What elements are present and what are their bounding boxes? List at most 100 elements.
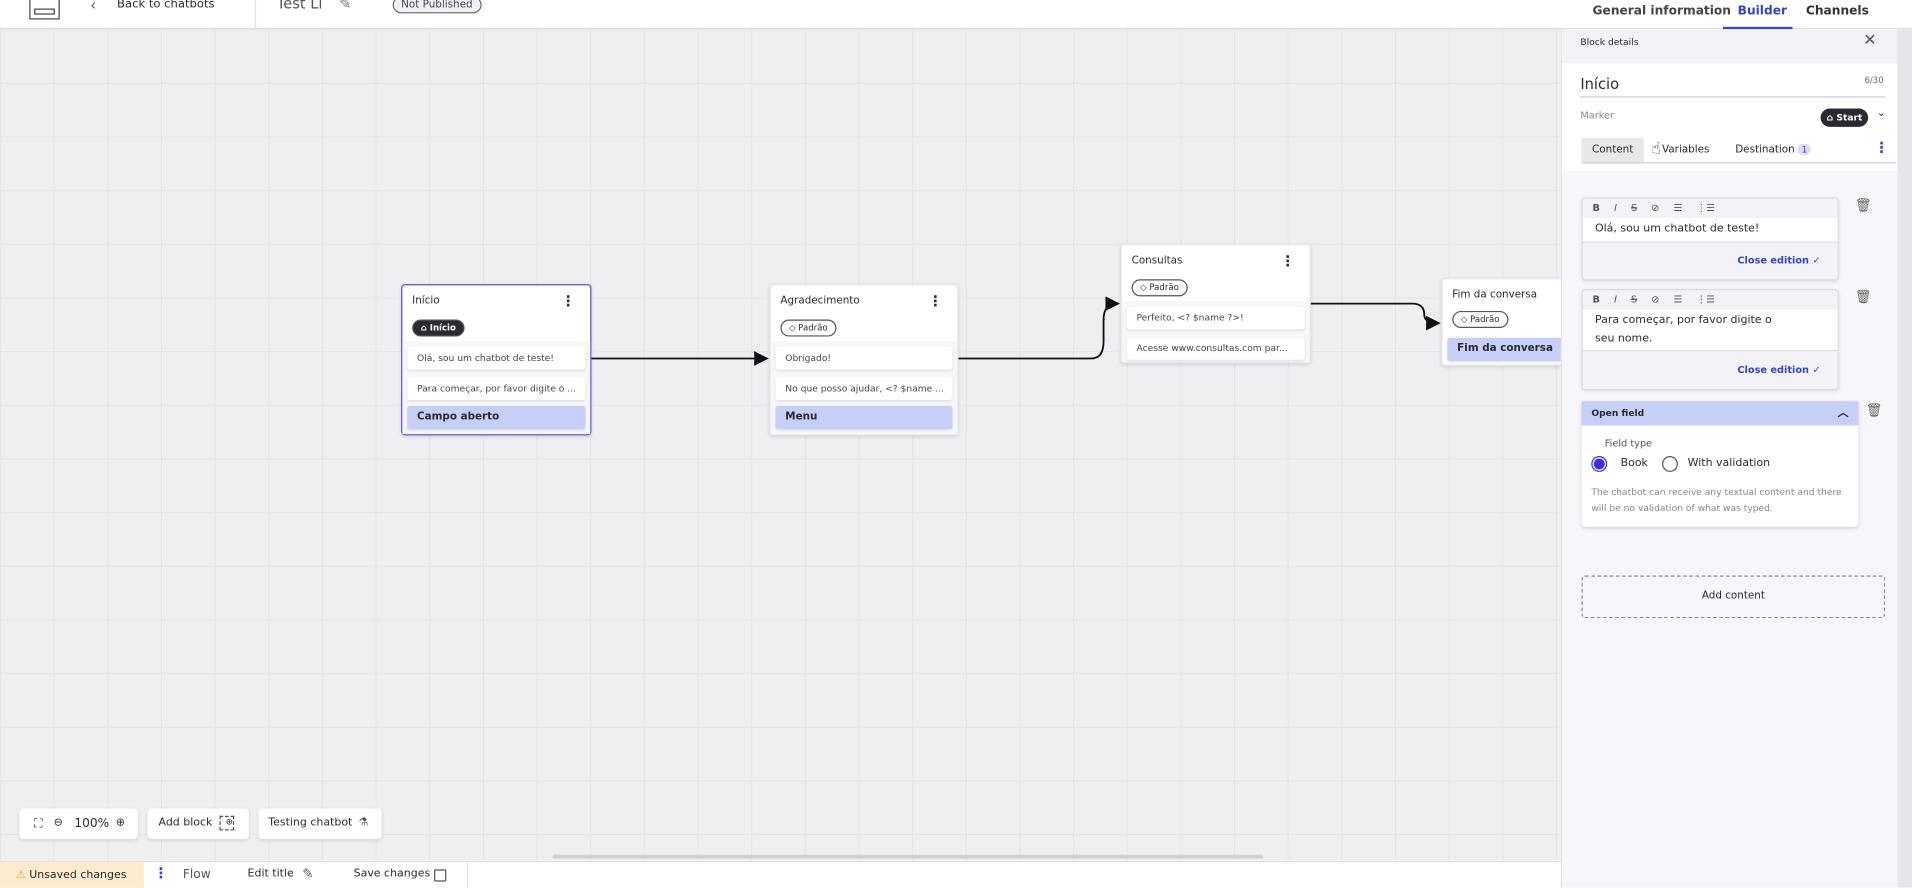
editor-text[interactable]: Olá, sou um chatbot de teste! [1582, 218, 1838, 243]
save-icon[interactable] [434, 869, 447, 882]
block-title: Agradecimento [780, 295, 860, 308]
trash-icon[interactable]: 🗑 [1854, 288, 1872, 305]
message-item[interactable]: Olá, sou um chatbot de teste! [407, 346, 586, 370]
editor-toolbar[interactable]: B I S ⊘ ☰ ⋮☰ [1592, 293, 1715, 305]
edit-title-pencil-icon[interactable]: ✎ [338, 0, 352, 13]
close-icon[interactable]: ✕ [1863, 31, 1877, 50]
edit-title-button[interactable]: Edit title [247, 868, 294, 881]
block-title: Início [412, 295, 440, 308]
panel-title: Block details [1580, 36, 1639, 48]
marker-label: Marker [1580, 109, 1615, 121]
pencil-icon[interactable]: ✎ [302, 865, 314, 882]
marker-tag-label: Padrão [1149, 282, 1179, 293]
zoom-out-icon[interactable]: ⊖ [53, 816, 63, 830]
back-to-chatbots-link[interactable]: Back to chatbots [117, 0, 215, 11]
panel-scrollbar[interactable] [1897, 29, 1912, 888]
logo-icon [29, 0, 60, 20]
fit-screen-icon[interactable]: ⛶ [34, 816, 43, 831]
message-item[interactable]: Para começar, por favor digite o ... [407, 376, 586, 400]
marker-tag-label: Padrão [1470, 314, 1500, 325]
zoom-controls: ⛶ ⊖ 100% ⊕ [19, 808, 138, 839]
tab-general-information[interactable]: General information [1592, 4, 1731, 19]
radio-with-validation-label[interactable]: With validation [1687, 457, 1771, 470]
block-name-input[interactable]: Início [1580, 75, 1620, 93]
flow-canvas[interactable] [0, 29, 1561, 861]
block-fim-da-conversa[interactable]: Fim da conversa ◇ Padrão Fim da conversa [1441, 278, 1576, 366]
tab-content[interactable]: Content [1581, 137, 1644, 163]
input-underline [1580, 96, 1886, 98]
char-counter: 6/30 [1864, 75, 1884, 86]
add-content-button[interactable]: Add content [1581, 575, 1886, 619]
chevron-down-icon[interactable]: ⌄ [1876, 107, 1886, 120]
text-editor-1[interactable]: B I S ⊘ ☰ ⋮☰ Olá, sou um chatbot de test… [1581, 197, 1839, 281]
input-item[interactable]: Menu [775, 406, 953, 430]
input-item[interactable]: Fim da conversa [1447, 337, 1575, 361]
block-title: Fim da conversa [1452, 288, 1538, 302]
block-agradecimento[interactable]: Agradecimento ⋮ ◇ Padrão Obrigado! No qu… [769, 284, 959, 436]
flow-label: Flow [182, 868, 211, 882]
unsaved-label: Unsaved changes [29, 869, 127, 882]
block-menu-icon[interactable]: ⋮ [560, 292, 576, 310]
input-item[interactable]: Campo aberto [407, 406, 586, 430]
marker-select[interactable]: ⌂ Start [1820, 108, 1869, 127]
warning-icon: ⚠ [15, 869, 26, 882]
block-menu-icon[interactable]: ⋮ [1280, 252, 1296, 270]
message-item[interactable]: Perfeito, <? $name ?>! [1126, 307, 1305, 330]
editor-text[interactable]: Para começar, por favor digite o seu nom… [1582, 309, 1838, 352]
open-field-title: Open field [1591, 407, 1645, 419]
add-block-label: Add block [158, 816, 213, 830]
marker-tag-label: Padrão [798, 323, 828, 333]
field-type-label: Field type [1604, 437, 1653, 449]
panel-header: Block details ✕ [1562, 29, 1899, 64]
editor-toolbar[interactable]: B I S ⊘ ☰ ⋮☰ [1592, 202, 1715, 214]
tab-builder[interactable]: Builder [1737, 4, 1787, 19]
flask-icon: ⚗ [358, 816, 369, 830]
block-inicio[interactable]: Início ⋮ ⌂ Início Olá, sou um chatbot de… [401, 284, 592, 436]
trash-icon[interactable]: 🗑 [1854, 197, 1872, 214]
radio-book-label[interactable]: Book [1620, 457, 1648, 470]
connections [591, 296, 1441, 366]
back-chevron-icon[interactable]: ‹ [90, 0, 97, 14]
add-block-icon: ⊕ [219, 815, 235, 831]
trash-icon[interactable]: 🗑 [1865, 402, 1883, 419]
cursor-hand-icon: ☝ [1651, 140, 1661, 159]
unsaved-changes-indicator: ⚠ Unsaved changes [0, 862, 144, 888]
chevron-up-icon[interactable]: ︿ [1837, 407, 1849, 420]
field-type-description: The chatbot can receive any textual cont… [1591, 486, 1842, 513]
block-body: Olá, sou um chatbot de teste! Para começ… [402, 341, 591, 435]
tab-variables[interactable]: Variables [1662, 143, 1710, 157]
radio-book[interactable] [1591, 456, 1608, 472]
tabs-more-icon[interactable]: ⋮ [1874, 139, 1889, 157]
block-title: Consultas [1131, 254, 1183, 268]
close-edition-button[interactable]: Close edition ✓ [1737, 364, 1821, 376]
edge-agradecimento-consultas [958, 296, 1121, 360]
block-consultas[interactable]: Consultas ⋮ ◇ Padrão Perfeito, <? $name … [1120, 243, 1311, 364]
block-details-panel: Block details ✕ Início 6/30 Marker ⌂ Sta… [1560, 29, 1899, 888]
divider [467, 862, 469, 888]
open-field-header[interactable]: Open field ︿ [1581, 401, 1859, 426]
marker-tag: ◇ Padrão [1131, 279, 1188, 297]
zoom-in-icon[interactable]: ⊕ [115, 816, 126, 830]
tab-channels[interactable]: Channels [1805, 4, 1869, 19]
message-item[interactable]: Obrigado! [775, 346, 953, 370]
open-field-card: Open field ︿ Field type Book With validat… [1581, 401, 1859, 527]
tabs-underline [1581, 162, 1897, 164]
zoom-level: 100% [74, 816, 110, 831]
top-bar: ‹ Back to chatbots Test Li ✎ Not Publish… [0, 0, 1912, 30]
add-block-button[interactable]: Add block ⊕ [147, 808, 249, 839]
tab-destination[interactable]: Destination 1 [1735, 143, 1812, 156]
save-changes-button[interactable]: Save changes [353, 868, 431, 881]
content-area: B I S ⊘ ☰ ⋮☰ Olá, sou um chatbot de test… [1562, 170, 1899, 888]
close-edition-button[interactable]: Close edition ✓ [1737, 254, 1821, 266]
block-menu-icon[interactable]: ⋮ [927, 292, 943, 310]
message-item[interactable]: Acesse www.consultas.com par... [1126, 337, 1305, 360]
horizontal-scrollbar[interactable] [552, 854, 1264, 859]
block-body: Perfeito, <? $name ?>! Acesse www.consul… [1121, 301, 1310, 363]
marker-tag: ⌂ Início [412, 319, 465, 337]
text-editor-2[interactable]: B I S ⊘ ☰ ⋮☰ Para começar, por favor dig… [1581, 288, 1839, 391]
testing-chatbot-button[interactable]: Testing chatbot ⚗ [258, 808, 382, 839]
radio-with-validation[interactable] [1662, 456, 1678, 472]
more-options-icon[interactable]: ⋮ [153, 864, 169, 882]
message-item[interactable]: No que posso ajudar, <? $name ... [775, 376, 953, 400]
bottom-bar: ⚠ Unsaved changes ⋮ Flow Edit title ✎ Sa… [0, 860, 1561, 888]
